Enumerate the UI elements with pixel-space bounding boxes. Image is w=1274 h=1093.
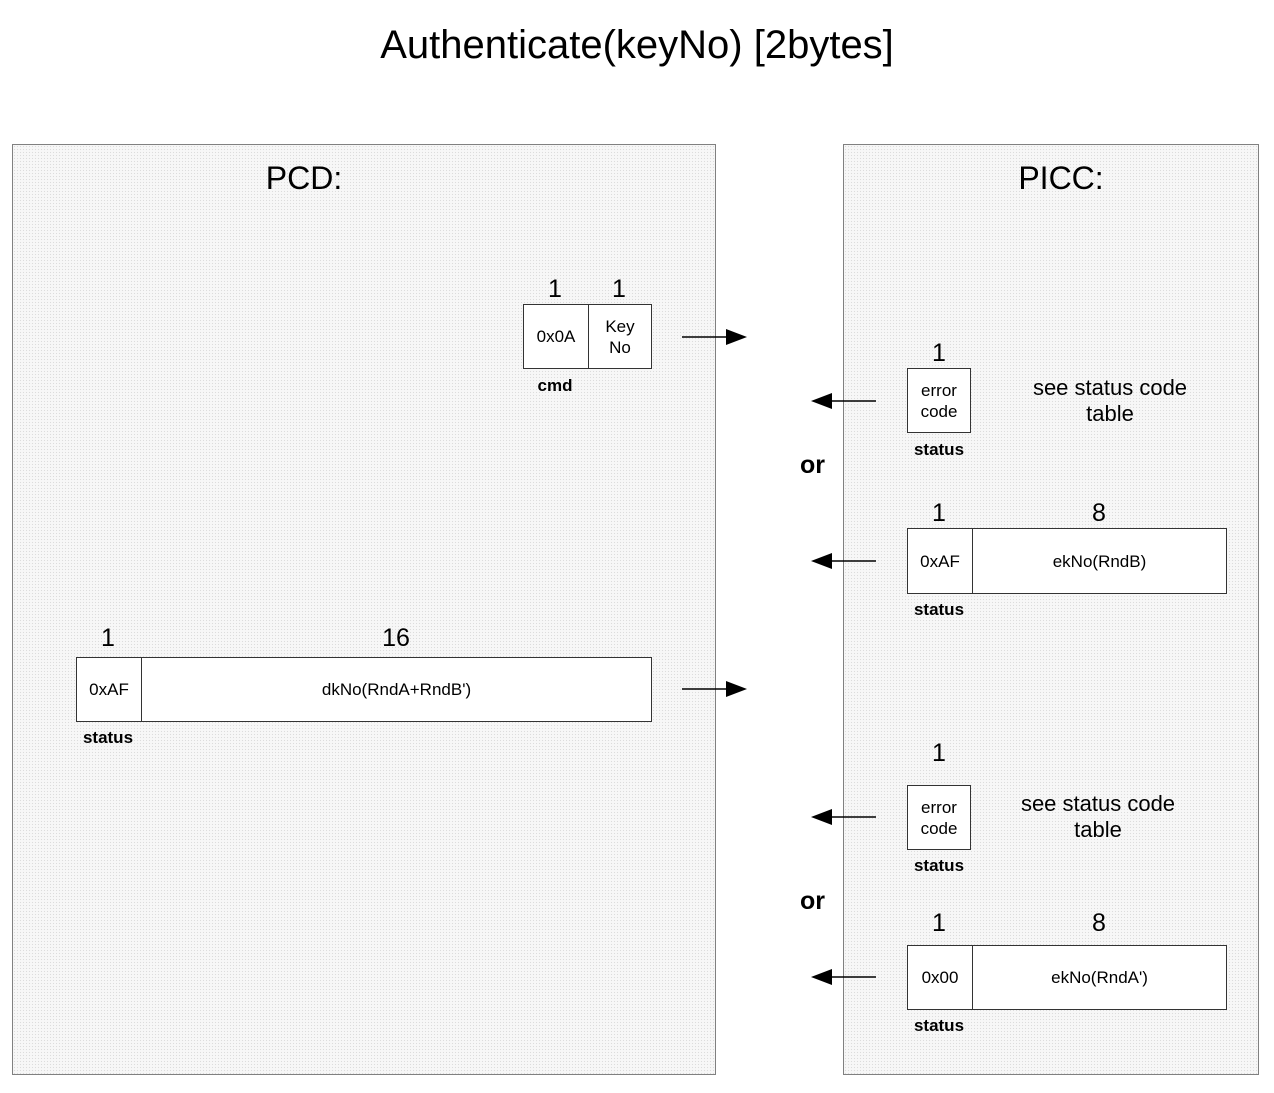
- picc1-error-frame: error code: [907, 368, 971, 433]
- picc2-status-caption: status: [913, 1016, 965, 1035]
- keyno-byte-size: 1: [612, 275, 626, 303]
- picc1-status-byte-size: 1: [932, 499, 946, 527]
- pcd-response-frame: 0xAF dkNo(RndA+RndB'): [76, 657, 652, 722]
- picc2-data-cell: ekNo(RndA'): [972, 946, 1226, 1009]
- arrow-right-pcd-response-icon: [682, 681, 747, 697]
- cmd-byte-size: 1: [548, 275, 562, 303]
- picc2-error-code-cell: error code: [920, 797, 958, 838]
- pcd-label: PCD:: [265, 160, 343, 196]
- pcd-status-byte-size: 1: [101, 624, 115, 652]
- picc2-status-note: see status code table: [1020, 791, 1176, 842]
- picc1-or-label: or: [800, 451, 825, 479]
- pcd-panel: PCD:: [12, 144, 716, 1075]
- keyno-cell: Key No: [588, 305, 651, 368]
- pcd-data-byte-size: 16: [382, 624, 410, 652]
- picc2-status-cell: 0x00: [921, 968, 959, 987]
- diagram-title: Authenticate(keyNo) [2bytes]: [380, 23, 894, 67]
- arrow-left-response2-icon: [811, 969, 876, 985]
- arrow-left-error2-icon: [811, 809, 876, 825]
- picc2-error-frame: error code: [907, 785, 971, 850]
- picc-panel: PICC:: [843, 144, 1259, 1075]
- picc2-error-byte-size: 1: [932, 739, 946, 767]
- picc2-error-caption: status: [913, 856, 965, 875]
- picc2-or-label: or: [800, 887, 825, 915]
- picc1-error-caption: status: [913, 440, 965, 459]
- picc2-data-byte-size: 8: [1092, 909, 1106, 937]
- arrow-left-response1-icon: [811, 553, 876, 569]
- picc1-status-note: see status code table: [1032, 375, 1188, 426]
- pcd-status-caption: status: [82, 728, 134, 747]
- picc1-data-byte-size: 8: [1092, 499, 1106, 527]
- picc1-data-cell: ekNo(RndB): [972, 529, 1226, 593]
- picc1-error-code-cell: error code: [920, 380, 958, 421]
- picc-label: PICC:: [1018, 160, 1104, 196]
- picc1-status-cell: 0xAF: [920, 551, 960, 571]
- cmd-code-cell: 0x0A: [536, 327, 576, 346]
- picc1-response-frame: 0xAF ekNo(RndB): [907, 528, 1227, 594]
- command-frame: 0x0A Key No: [523, 304, 652, 369]
- picc1-status-caption: status: [913, 600, 965, 619]
- pcd-status-cell: 0xAF: [89, 680, 129, 699]
- arrow-right-command-icon: [682, 329, 747, 345]
- cmd-caption: cmd: [537, 376, 573, 395]
- arrow-left-error1-icon: [811, 393, 876, 409]
- pcd-data-cell: dkNo(RndA+RndB'): [141, 658, 651, 721]
- picc2-status-byte-size: 1: [932, 909, 946, 937]
- picc2-response-frame: 0x00 ekNo(RndA'): [907, 945, 1227, 1010]
- picc1-error-byte-size: 1: [932, 339, 946, 367]
